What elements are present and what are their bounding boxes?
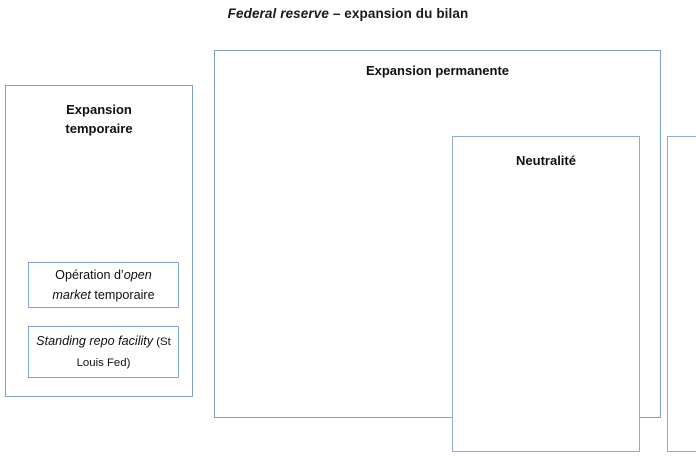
item-text-note: (St Louis Fed) [76, 336, 171, 369]
item-text-emphasis: Standing repo facility [36, 334, 154, 348]
panel-heading-expansion-permanente: Expansion permanente [365, 63, 510, 78]
panel-heading-assouplissement-monetaire: Assouplissement monétaire [668, 151, 696, 189]
panel-expansion-temporaire: Expansion temporaire Opération d’open ma… [5, 85, 193, 397]
page-title-rest: – expansion du bilan [328, 6, 469, 21]
item-standing-repo-facility[interactable]: Standing repo facility (St Louis Fed) [28, 326, 179, 378]
panel-heading-expansion-temporaire: Expansion temporaire [6, 100, 192, 138]
item-text-suffix: temporaire [90, 288, 155, 302]
item-text-emphasis: open market [52, 268, 152, 302]
item-text-prefix: Opération d’ [55, 268, 124, 282]
panel-expansion-permanente: Expansion permanente Neutralité Opératio… [214, 50, 696, 452]
panel-assouplissement-monetaire: Assouplissement monétaire Quantitative e… [667, 136, 696, 452]
page-title-emphasis: Federal reserve [227, 6, 329, 21]
item-operation-open-market-temporaire[interactable]: Opération d’open market temporaire [28, 262, 179, 308]
panel-heading-neutralite: Neutralité [516, 153, 576, 168]
page-title: Federal reserve – expansion du bilan [0, 5, 696, 23]
panel-neutralite: Neutralité Opération d’open market perma… [452, 136, 640, 452]
heading-line-2: temporaire [65, 121, 133, 136]
heading-line-1: Expansion [66, 102, 132, 117]
